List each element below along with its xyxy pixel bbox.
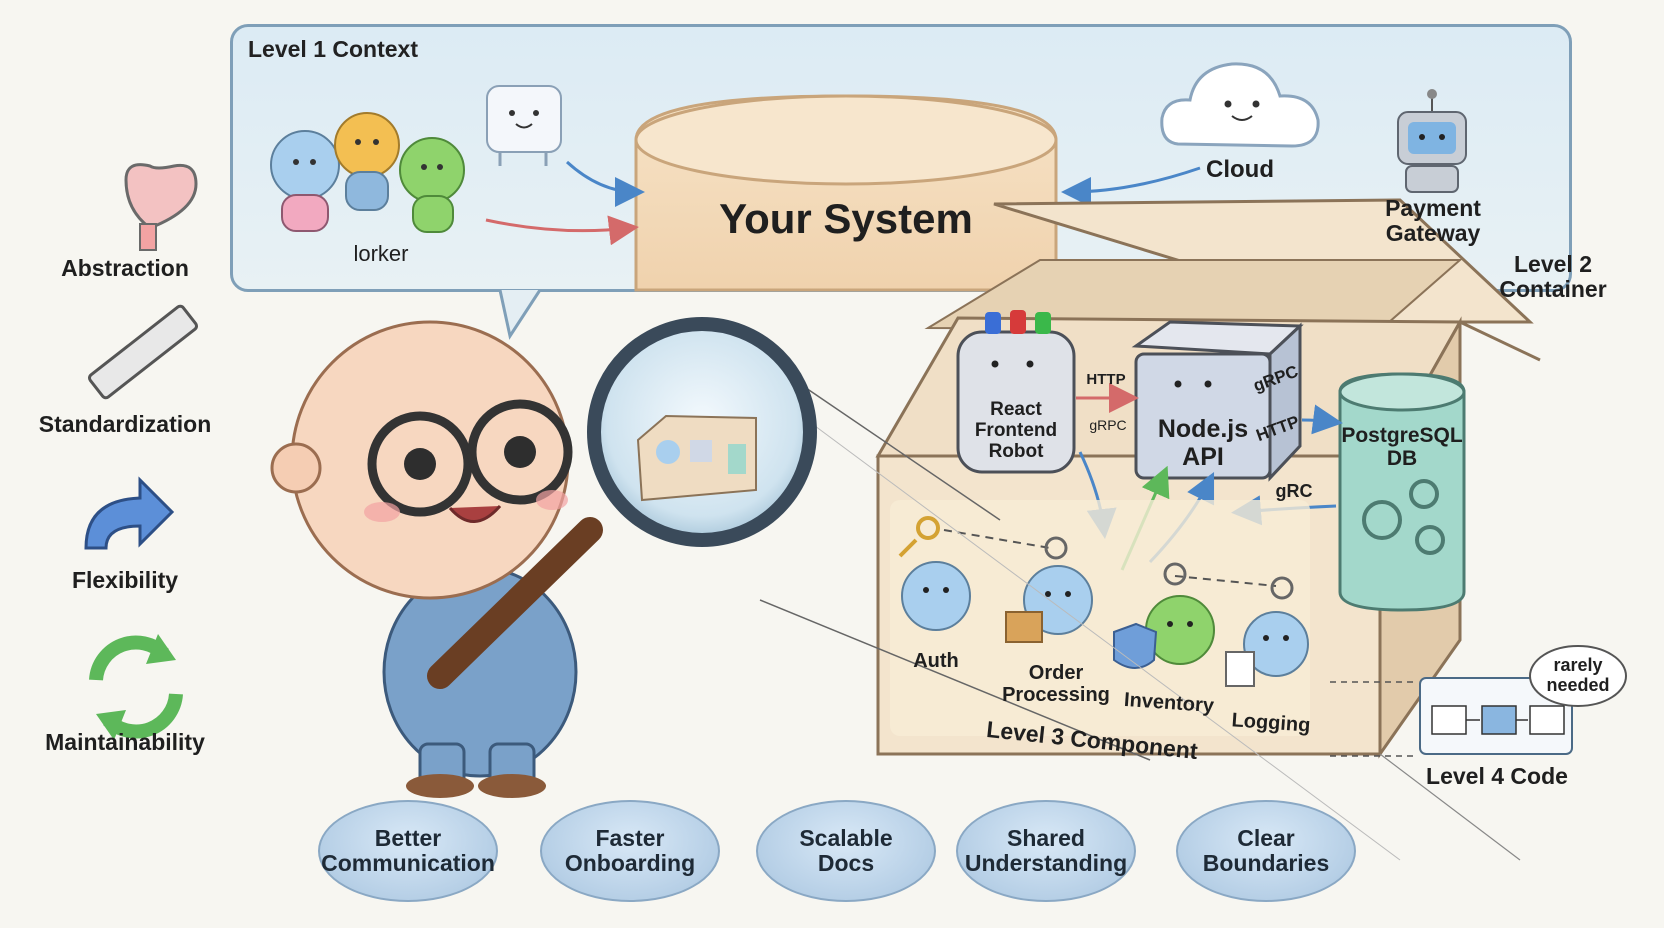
curved-arrow-icon (84, 476, 175, 550)
benefit-faster-onboarding: Faster Onboarding (540, 800, 720, 902)
principle-flexibility: Flexibility (71, 567, 179, 593)
component-item-auth: Auth (913, 650, 959, 672)
speech-tail (498, 289, 542, 340)
code-diagram-icon (1330, 645, 1627, 757)
logging-character-icon (1225, 611, 1309, 687)
explorer-character-icon (270, 320, 578, 798)
container-title: Level 2 Container (1499, 251, 1607, 303)
code-note: rarely needed (1546, 655, 1610, 695)
your-system-label: Your System (719, 195, 973, 242)
refresh-icon (89, 634, 183, 740)
magnifying-glass-icon (427, 317, 817, 689)
key-icon (898, 516, 940, 558)
cube-character-icon (486, 85, 562, 166)
principle-standardization: Standardization (38, 411, 212, 437)
gear-icon (1163, 562, 1187, 586)
benefit-shared-understanding: Shared Understanding (956, 800, 1136, 902)
inventory-character-icon (1113, 595, 1215, 669)
component-item-order-processing: Order Processing (1002, 662, 1110, 706)
cloud-icon (1160, 62, 1320, 148)
payment-gateway-label: Payment Gateway (1385, 195, 1481, 247)
postgresql-db-label: PostgreSQL DB (1341, 424, 1463, 471)
context-title: Level 1 Context (248, 36, 418, 62)
node-api-label: Node.js API (1157, 415, 1249, 471)
auth-character-icon (901, 561, 971, 631)
principle-abstraction: Abstraction (61, 255, 189, 281)
ruler-icon (88, 304, 198, 400)
benefit-scalable-docs: Scalable Docs (756, 800, 936, 902)
benefit-better-communication: Better Communication (318, 800, 498, 902)
code-title: Level 4 Code (1426, 763, 1568, 789)
robot-icon (1397, 89, 1467, 193)
principle-maintainability: Maintainability (45, 729, 205, 755)
users-icon (270, 112, 465, 233)
users-label: lorker (353, 241, 409, 266)
grpc-label: gRPC (1089, 417, 1127, 433)
react-frontend-label: React Frontend Robot (974, 399, 1058, 462)
order-character-icon (1005, 565, 1093, 643)
react-robot-icon (956, 310, 1076, 474)
heart-shield-icon (124, 163, 198, 251)
grc-label: gRC (1275, 481, 1313, 501)
http-label: HTTP (1086, 371, 1126, 388)
postgresql-db-icon (1338, 372, 1466, 612)
gear-icon (1044, 536, 1068, 560)
your-system-drum[interactable] (634, 94, 1058, 292)
cloud-label: Cloud (1206, 156, 1274, 183)
benefit-clear-boundaries: Clear Boundaries (1176, 800, 1356, 902)
gear-icon (1270, 576, 1294, 600)
